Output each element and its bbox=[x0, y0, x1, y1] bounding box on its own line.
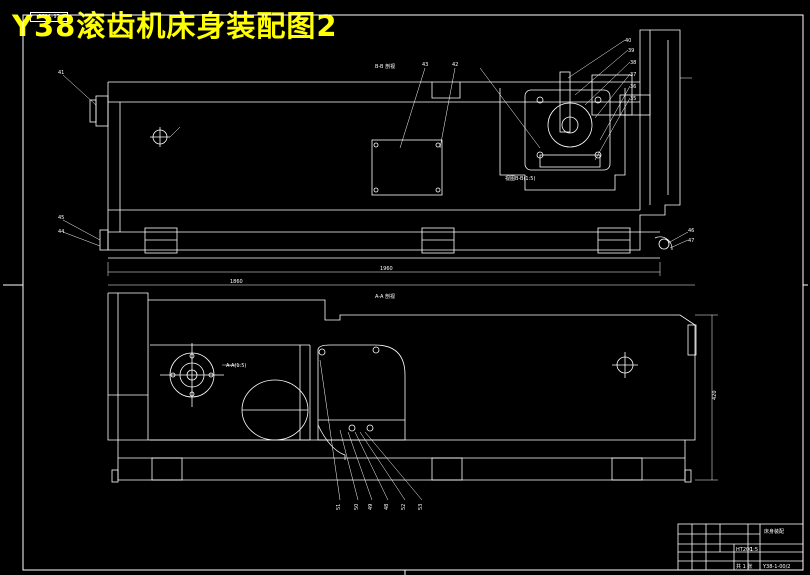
top-view-caption: B-B 剖视 bbox=[375, 63, 395, 70]
balloon-48: 48 bbox=[384, 504, 390, 510]
balloon-36: 36 bbox=[630, 84, 636, 90]
top-view-leaders bbox=[62, 39, 692, 276]
balloon-35: 35 bbox=[630, 96, 636, 102]
balloon-46: 46 bbox=[688, 228, 694, 234]
balloon-39: 39 bbox=[628, 48, 634, 54]
balloon-45: 45 bbox=[58, 215, 64, 221]
title-block-name: 床身装配 bbox=[764, 528, 784, 535]
dim-bottom-overall: 1860 bbox=[230, 279, 243, 285]
drawing-stamp: 3004-97 bbox=[30, 12, 68, 22]
balloon-38: 38 bbox=[630, 60, 636, 66]
balloon-52: 52 bbox=[401, 504, 407, 510]
title-block-scale: 1:5 bbox=[750, 547, 758, 553]
title-block-drawing-no: Y38-1-00/2 bbox=[762, 564, 790, 570]
bottom-view-caption: A-A 剖视 bbox=[375, 293, 395, 300]
dim-top-overall: 1960 bbox=[380, 266, 393, 272]
balloon-53: 53 bbox=[418, 504, 424, 510]
balloon-42: 42 bbox=[452, 62, 458, 68]
bottom-view-leaders bbox=[108, 284, 718, 501]
drawing-frame bbox=[3, 14, 808, 575]
dim-right-height: 420 bbox=[712, 390, 718, 400]
balloon-44: 44 bbox=[58, 229, 64, 235]
slot-note: A-A(1:5) bbox=[226, 363, 246, 369]
top-view bbox=[89, 29, 681, 259]
balloon-43: 43 bbox=[422, 62, 428, 68]
bottom-view bbox=[107, 292, 697, 483]
section-note: 视图B-B(1:5) bbox=[505, 175, 535, 182]
balloon-40: 40 bbox=[625, 38, 631, 44]
title-block-material: HT200 bbox=[736, 547, 752, 553]
title-block-sheet: 共 1 张 bbox=[736, 563, 752, 570]
title-block bbox=[677, 523, 804, 571]
balloon-50: 50 bbox=[354, 504, 360, 510]
balloon-41: 41 bbox=[58, 70, 64, 76]
balloon-47: 47 bbox=[688, 238, 694, 244]
balloon-37: 37 bbox=[630, 72, 636, 78]
balloon-49: 49 bbox=[368, 504, 374, 510]
balloon-51: 51 bbox=[336, 504, 342, 510]
